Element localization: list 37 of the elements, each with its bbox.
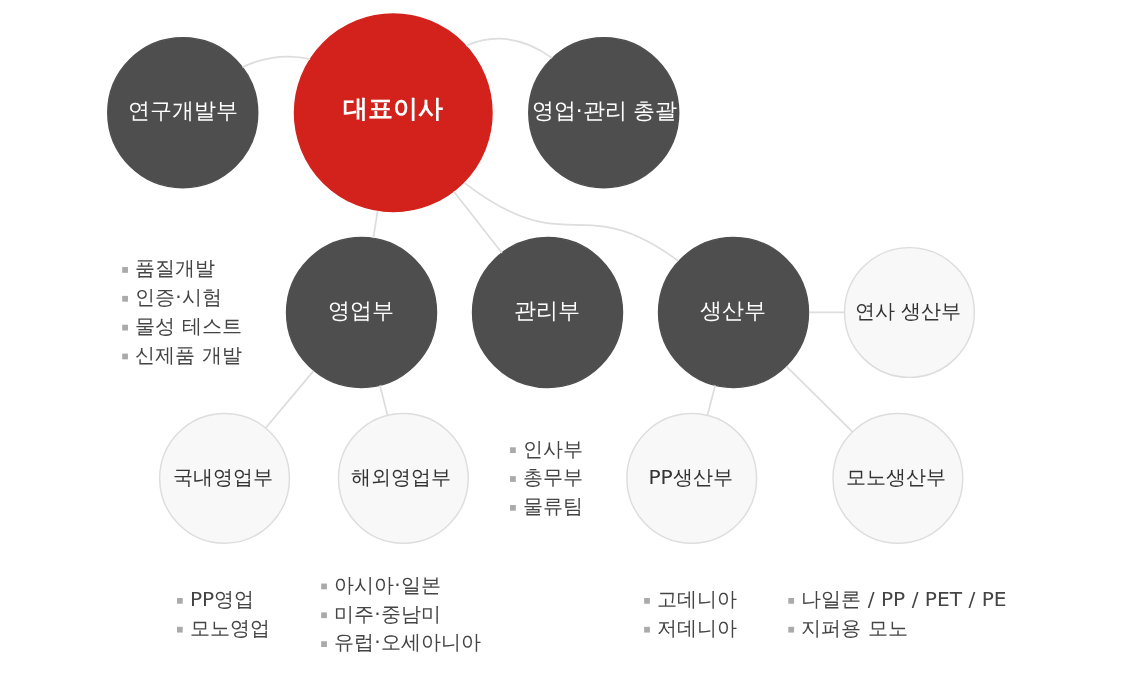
connector xyxy=(465,37,553,59)
node-circle: 영업부 xyxy=(285,236,438,389)
node-label: 아시아·일본 xyxy=(334,572,441,597)
node-label: 인사부 xyxy=(523,436,584,461)
connector xyxy=(785,365,854,433)
node-label: 나일론 / PP / PET / PE xyxy=(801,587,1007,612)
node-label: 총무부 xyxy=(523,465,584,490)
node-label: 저데니아 xyxy=(657,616,738,641)
node-label: 미주·중남미 xyxy=(334,601,441,626)
node-circle: 영업·관리 총괄 xyxy=(528,37,680,189)
connector xyxy=(241,55,311,68)
connector xyxy=(706,384,717,416)
connector xyxy=(808,311,846,314)
node-circle: 대표이사 xyxy=(293,13,493,213)
node-circle: 모노생산부 xyxy=(832,412,964,544)
node-label: 인증·시험 xyxy=(135,285,222,310)
node-circle: 해외영업부 xyxy=(337,412,469,544)
node-label: 물류팀 xyxy=(523,494,584,519)
connector xyxy=(372,210,379,239)
node-circle: 국내영업부 xyxy=(158,412,291,544)
node-label: 신제품 개발 xyxy=(135,342,242,367)
connector xyxy=(264,370,315,429)
node-label: 물성 테스트 xyxy=(135,313,242,338)
node-circle: 연사 생산부 xyxy=(843,246,975,379)
node-label: 유럽·오세아니아 xyxy=(334,630,481,655)
node-label: 지퍼용 모노 xyxy=(801,616,908,641)
node-label: 품질개발 xyxy=(135,256,216,281)
node-label: 모노영업 xyxy=(189,616,270,641)
node-circle: PP생산부 xyxy=(626,412,758,544)
node-circle: 관리부 xyxy=(471,236,624,389)
node-label: PP영업 xyxy=(189,587,255,612)
node-label: 고데니아 xyxy=(657,587,738,612)
node-circle: 생산부 xyxy=(657,236,810,389)
connector xyxy=(379,384,389,416)
connector xyxy=(452,190,503,254)
node-circle: 연구개발부 xyxy=(107,37,259,189)
connector xyxy=(463,181,680,262)
